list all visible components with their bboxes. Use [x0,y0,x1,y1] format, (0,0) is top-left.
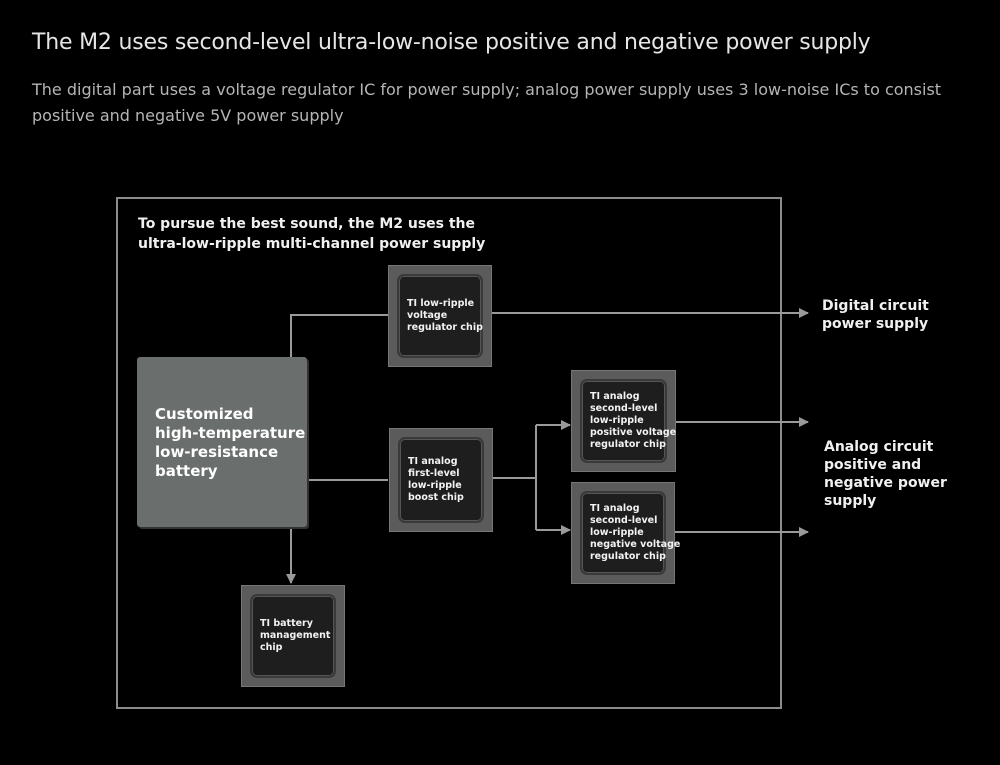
chip-body: TI analog second-level low-ripple negati… [580,491,680,575]
chip-label: TI low-ripple voltage regulator chip [407,298,483,334]
analog-output-label: Analog circuit positive and negative pow… [824,438,947,510]
diagram-heading-line: ultra-low-ripple multi-channel power sup… [138,236,486,252]
battery-label-line: high-temperature [155,424,306,442]
negative-regulator-chip: TI analog second-level low-ripple negati… [571,482,680,584]
chip-label-line: chip [260,642,283,653]
chip-label-line: second-level [590,403,658,414]
chip-label-line: TI battery [260,618,313,629]
chip-body: TI analog first-level low-ripple boost c… [398,437,484,523]
chip-label: TI analog second-level low-ripple positi… [590,391,676,451]
chip-label: TI battery management chip [260,618,330,654]
chip-label-line: low-ripple [590,527,644,538]
diagram-heading: To pursue the best sound, the M2 uses th… [138,214,485,254]
chip-label: TI analog first-level low-ripple boost c… [408,456,464,504]
positive-regulator-chip: TI analog second-level low-ripple positi… [571,370,676,472]
chip-label-line: TI analog [590,503,640,514]
battery-block: Customized high-temperature low-resistan… [137,357,307,527]
battery-label-line: battery [155,462,218,480]
boost-chip: TI analog first-level low-ripple boost c… [389,428,493,532]
chip-label-line: voltage [407,310,448,321]
battery-label-line: low-resistance [155,443,279,461]
chip-label-line: low-ripple [590,415,644,426]
voltage-regulator-chip: TI low-ripple voltage regulator chip [388,265,492,367]
chip-label-line: management [260,630,331,641]
chip-body: TI low-ripple voltage regulator chip [397,274,483,358]
chip-label: TI analog second-level low-ripple negati… [590,503,680,563]
chip-body: TI battery management chip [250,594,336,678]
output-label-line: positive and [824,457,922,473]
line-battery-to-regulator [290,314,388,357]
battery-management-chip: TI battery management chip [241,585,345,687]
chip-label-line: TI low-ripple [407,298,475,309]
diagram-heading-line: To pursue the best sound, the M2 uses th… [138,216,476,232]
chip-label-line: regulator chip [590,439,666,450]
output-label-line: negative power [824,475,947,491]
chip-label-line: positive voltage [590,427,677,438]
page-subtitle: The digital part uses a voltage regulato… [32,80,942,125]
chip-label-line: boost chip [408,492,464,503]
chip-body: TI analog second-level low-ripple positi… [580,379,676,463]
chip-label-line: TI analog [590,391,640,402]
output-label-line: Digital circuit [822,298,929,314]
chip-label-line: first-level [408,468,460,479]
diagram-frame [116,197,782,709]
chip-label-line: low-ripple [408,480,462,491]
chip-label-line: negative voltage [590,539,681,550]
page-title: The M2 uses second-level ultra-low-noise… [32,30,871,55]
output-label-line: Analog circuit [824,439,934,455]
battery-label-line: Customized [155,405,254,423]
chip-label-line: regulator chip [590,551,666,562]
output-label-line: supply [824,493,877,509]
output-label-line: power supply [822,316,929,332]
chip-label-line: regulator chip [407,322,483,333]
battery-label: Customized high-temperature low-resistan… [155,405,305,481]
chip-label-line: TI analog [408,456,458,467]
chip-label-line: second-level [590,515,658,526]
digital-output-label: Digital circuit power supply [822,297,929,333]
